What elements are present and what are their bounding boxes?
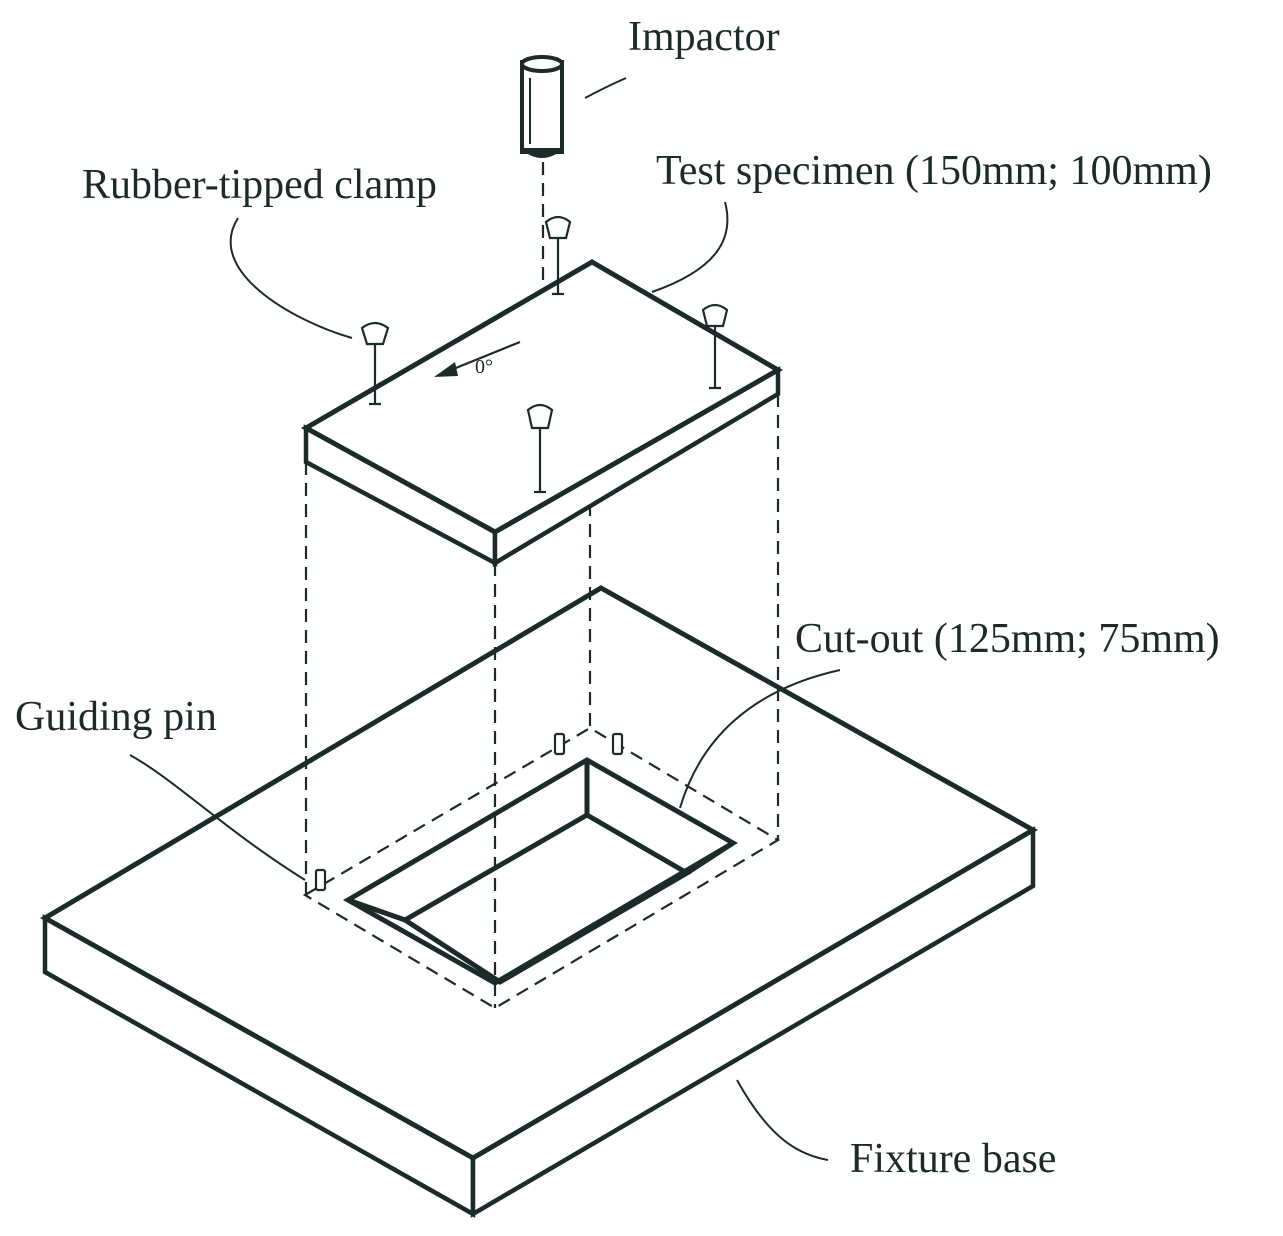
orientation-label: 0° [475, 356, 493, 378]
impactor-label: Impactor [628, 14, 780, 60]
specimen-label: Test specimen (150mm; 100mm) [656, 148, 1212, 194]
impactor-top [520, 55, 564, 73]
clamp-back [544, 215, 572, 296]
clamp-front-tip [526, 403, 554, 430]
guiding-pin-left [314, 868, 327, 892]
pin-leader [129, 754, 306, 881]
clamp-left [360, 321, 390, 406]
specimen-leader [651, 201, 729, 293]
guiding-pin-back-2 [611, 732, 624, 756]
clamp-label: Rubber-tipped clamp [82, 162, 437, 208]
pin-label: Guiding pin [15, 694, 217, 740]
impactor-body [520, 60, 564, 154]
impactor [520, 55, 564, 158]
clamp-front [526, 403, 554, 494]
fixture-base [39, 585, 1039, 1218]
base-label: Fixture base [850, 1136, 1056, 1182]
projection-lines [304, 162, 780, 1008]
impactor-leader [584, 77, 627, 99]
test-specimen [300, 259, 784, 567]
impactor-tip [521, 146, 563, 158]
cutout [342, 757, 738, 986]
cutout-depth-line-left [347, 897, 406, 923]
clamp-left-tip [360, 321, 390, 346]
guiding-pin-back-1 [553, 732, 566, 756]
clamp-back-tip [544, 215, 572, 240]
base-leader [736, 1079, 829, 1161]
guiding-pins [314, 732, 624, 892]
orientation-arrow-shaft [445, 340, 521, 374]
cutout-depth-line-right [685, 840, 735, 876]
clamp-right-tip [701, 303, 729, 328]
specimen-top-face [300, 259, 784, 535]
orientation-arrow-head [434, 362, 458, 377]
base-top-face [39, 585, 1039, 1161]
cutout-leader [679, 669, 841, 809]
clamp-right [701, 303, 729, 390]
cutout-label: Cut-out (125mm; 75mm) [795, 616, 1220, 662]
clamp-leader [229, 217, 353, 339]
orientation-arrow: 0° [434, 340, 521, 378]
